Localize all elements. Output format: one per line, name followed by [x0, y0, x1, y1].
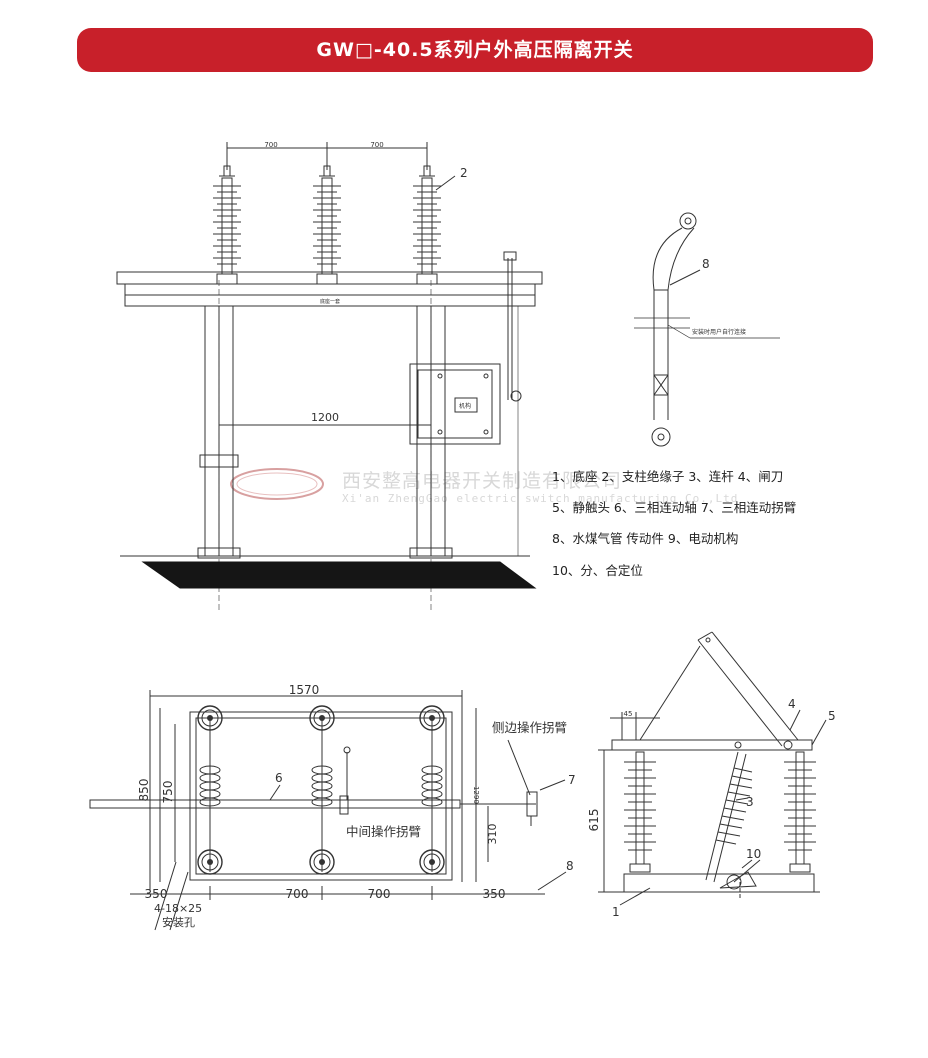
side-label-4: 4 [788, 697, 796, 711]
top-dim-350-left: 350 [145, 887, 168, 901]
top-dim-850: 850 [137, 779, 151, 802]
front-box-note: 机构 [459, 402, 471, 410]
front-label-2: 2 [460, 166, 468, 180]
legend-line-4: 10、分、合定位 [552, 563, 643, 578]
top-dim-1290: 1290 [472, 786, 480, 804]
top-dim-700-a: 700 [286, 887, 309, 901]
pipe-view [634, 212, 780, 447]
legend-line-3: 8、水煤气管 传动件 9、电动机构 [552, 531, 739, 546]
watermark-company-cn: 西安整高电器开关制造有限公司 [342, 470, 623, 492]
side-view [598, 631, 827, 906]
front-base-note: 底座一套 [320, 298, 340, 305]
top-hole-label: 安装孔 [162, 915, 195, 929]
top-dim-350-right: 350 [483, 887, 506, 901]
legend-line-2: 5、静触头 6、三相连动轴 7、三相连动拐臂 [552, 500, 797, 515]
top-label-8: 8 [566, 859, 574, 873]
side-label-1: 1 [612, 905, 620, 919]
title-banner: GW□-40.5系列户外高压隔离开关 [77, 28, 873, 72]
page-title: GW□-40.5系列户外高压隔离开关 [316, 39, 634, 61]
top-middle-arm-label: 中间操作拐臂 [346, 824, 421, 839]
pipe-label-8: 8 [702, 257, 710, 271]
side-label-5: 5 [828, 709, 836, 723]
pipe-install-note: 安装时用户自行连接 [692, 328, 746, 336]
top-view [89, 690, 567, 931]
side-dim-615: 615 [587, 809, 601, 832]
side-label-3: 3 [746, 795, 754, 809]
front-dim-1200: 1200 [311, 411, 339, 424]
top-view-discs [197, 705, 445, 875]
front-dim-700-left: 700 [264, 141, 277, 149]
legend-line-1: 1、底座 2、支柱绝缘子 3、连杆 4、闸刀 [552, 469, 784, 484]
top-dim-750: 750 [161, 781, 175, 804]
watermark-company-en: Xi'an ZhengGao electric switch manufactu… [342, 492, 739, 505]
top-label-6: 6 [275, 771, 283, 785]
top-side-arm-label: 侧边操作拐臂 [492, 720, 567, 735]
company-logo [230, 468, 324, 500]
front-dim-700-right: 700 [370, 141, 383, 149]
top-label-7: 7 [568, 773, 576, 787]
front-view [116, 142, 543, 610]
top-dim-310: 310 [486, 824, 499, 845]
top-dim-1570: 1570 [289, 683, 320, 697]
top-hole-spec: 4-18×25 [154, 902, 202, 915]
side-label-10: 10 [746, 847, 761, 861]
top-dim-700-b: 700 [368, 887, 391, 901]
side-dim-45: 45 [624, 710, 633, 718]
